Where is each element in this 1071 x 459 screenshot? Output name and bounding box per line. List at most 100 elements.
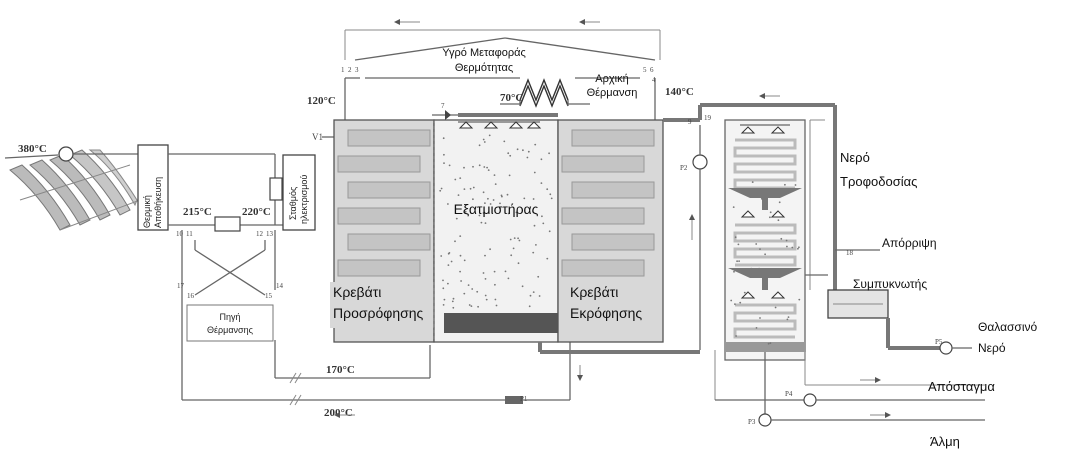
node-11: 11: [186, 230, 193, 238]
evaporator-label: Εξατμιστήρας: [454, 201, 539, 217]
droplet: [733, 270, 735, 273]
droplet: [507, 152, 510, 155]
heat-source-label-l1: Πηγή: [219, 312, 240, 322]
droplet: [476, 290, 479, 293]
droplet: [440, 255, 443, 257]
droplet: [468, 304, 471, 306]
droplet: [482, 191, 485, 194]
droplet: [533, 224, 536, 227]
droplet: [517, 262, 520, 265]
droplet: [488, 134, 491, 137]
droplet: [443, 298, 446, 301]
node-9: 9: [688, 118, 692, 126]
droplet: [549, 193, 552, 196]
node-15: 15: [265, 292, 273, 300]
temp-140: 140°C: [665, 86, 694, 98]
condenser-label: Συμπυκνωτής: [853, 277, 927, 291]
adsorption-bed-label-l1: Κρεβάτι: [333, 284, 381, 300]
node-10: 10: [176, 230, 184, 238]
seawater-label-l2: Νερό: [978, 341, 1006, 355]
adsorption-bed-tubes: [337, 129, 431, 303]
droplet: [460, 280, 462, 282]
droplet: [791, 246, 794, 249]
droplet: [758, 267, 760, 270]
droplet: [442, 304, 445, 306]
node-6: 6: [650, 66, 654, 74]
droplet: [518, 239, 521, 242]
node-5: 5: [643, 66, 647, 74]
droplet: [442, 279, 444, 282]
pump-p4-icon: [803, 393, 817, 407]
droplet: [487, 197, 489, 200]
droplet: [527, 150, 530, 153]
droplet: [478, 164, 481, 167]
droplet: [447, 282, 449, 285]
droplet: [516, 148, 519, 151]
droplet: [509, 154, 512, 157]
droplet: [484, 202, 486, 205]
droplet: [798, 246, 800, 249]
temp-200: 200°C: [324, 407, 353, 419]
droplet: [759, 317, 761, 319]
power-station-box: [282, 154, 316, 231]
pump-p2-label: P2: [680, 164, 688, 172]
droplet: [540, 158, 543, 161]
droplet: [483, 141, 486, 143]
droplet: [532, 251, 535, 254]
droplet: [778, 201, 781, 204]
droplet: [442, 137, 445, 140]
droplet: [442, 287, 445, 290]
droplet: [787, 316, 790, 318]
droplet: [439, 189, 442, 192]
droplet: [526, 156, 529, 159]
droplet: [750, 188, 752, 191]
droplet: [447, 264, 450, 266]
droplet: [463, 188, 466, 191]
droplet: [472, 198, 474, 201]
pump-p5-label: P5: [935, 338, 943, 346]
droplet: [467, 284, 470, 286]
droplet: [533, 171, 536, 174]
droplet: [482, 212, 485, 214]
thermal-storage-tank: [137, 144, 169, 231]
droplet: [739, 301, 742, 304]
droplet: [484, 254, 486, 257]
droplet: [452, 297, 455, 300]
initial-heater-coil: [519, 78, 569, 102]
droplet: [482, 272, 485, 274]
initial-heating-label-l1: Αρχική: [595, 73, 628, 85]
collector-pump-icon: [58, 146, 74, 162]
droplet: [440, 187, 443, 190]
droplet: [487, 169, 490, 172]
power-station-label-l2: ηλεκτρισμού: [299, 175, 309, 224]
droplet: [477, 305, 479, 308]
droplet: [459, 270, 461, 273]
pump-p2-icon: [692, 154, 708, 170]
droplet: [521, 285, 524, 288]
droplet: [486, 166, 488, 169]
node-4: 4: [652, 76, 656, 84]
droplet: [750, 267, 753, 270]
temp-215: 215°C: [183, 206, 212, 218]
droplet: [541, 215, 543, 218]
droplet: [509, 238, 512, 241]
droplet: [507, 212, 510, 215]
temp-170: 170°C: [326, 364, 355, 376]
adsorption-bed-label-l2: Προσρόφησης: [333, 305, 424, 321]
droplet: [786, 245, 788, 248]
droplet: [478, 144, 481, 147]
droplet: [484, 222, 487, 225]
droplet: [734, 303, 736, 305]
power-station-label-l1: Σταθμός: [288, 186, 298, 220]
droplet: [766, 275, 769, 278]
droplet: [751, 181, 754, 184]
node-7: 7: [441, 102, 445, 110]
droplet: [463, 166, 465, 169]
droplet: [736, 260, 738, 263]
heat-transfer-fluid-label-l2: Θερμότητας: [455, 62, 513, 74]
droplet: [735, 335, 737, 337]
droplet: [755, 327, 758, 329]
droplet: [769, 211, 772, 214]
